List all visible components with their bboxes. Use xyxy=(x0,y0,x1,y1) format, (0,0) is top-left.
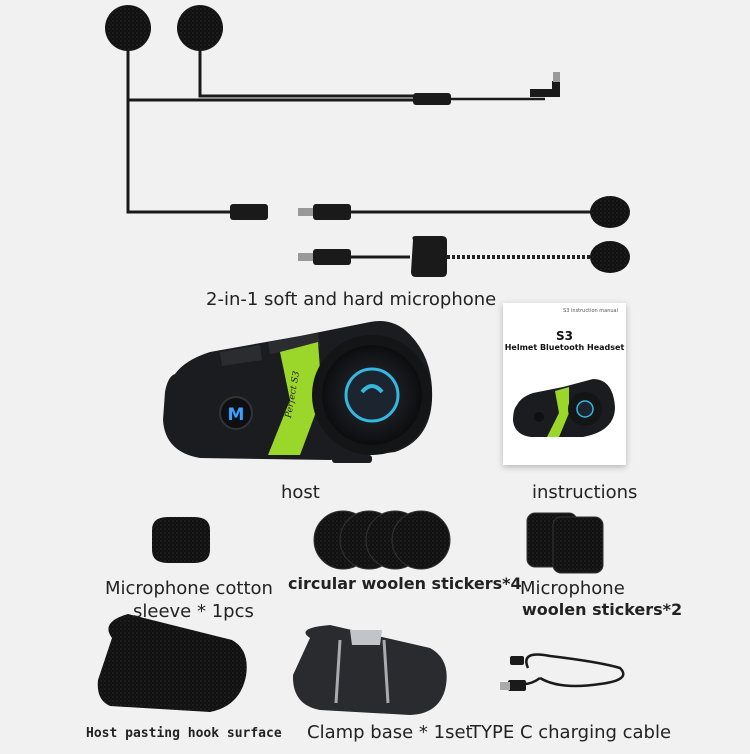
instructions-label: instructions xyxy=(532,482,638,503)
hard-microphone xyxy=(298,196,630,228)
microphone-woolen-stickers xyxy=(526,512,604,574)
host-label: host xyxy=(281,482,320,503)
clamp-base-label: Clamp base * 1set xyxy=(307,722,473,743)
host-device xyxy=(163,321,433,463)
charging-cable-label: TYPE C charging cable xyxy=(470,722,672,743)
earphone-cable xyxy=(105,5,560,220)
manual-device-image xyxy=(513,379,615,437)
circular-woolen-stickers xyxy=(313,510,451,570)
mic-stickers-label-line2: woolen stickers*2 xyxy=(522,600,683,619)
hook-surface-pad xyxy=(97,614,247,712)
cotton-sleeve-label-line2: sleeve * 1pcs xyxy=(133,601,254,622)
instruction-manual: S3 instruction manual S3 Helmet Bluetoot… xyxy=(503,303,626,465)
cotton-sleeve xyxy=(152,517,210,563)
mic-stickers-label: Microphone xyxy=(520,578,625,599)
manual-small-text: S3 instruction manual xyxy=(563,308,618,314)
manual-subtitle: Helmet Bluetooth Headset xyxy=(504,343,625,352)
cotton-sleeve-label: Microphone cotton xyxy=(105,578,273,599)
circular-stickers-label: circular woolen stickers*4 xyxy=(288,574,522,593)
soft-microphone xyxy=(298,236,630,277)
manual-title: S3 xyxy=(556,329,573,343)
clamp-base xyxy=(292,625,447,715)
type-c-cable xyxy=(500,653,625,691)
device-button-letter: M xyxy=(228,405,245,425)
host-pasting-label: Host pasting hook surface xyxy=(86,726,282,741)
microphone-caption: 2-in-1 soft and hard microphone xyxy=(206,289,497,310)
